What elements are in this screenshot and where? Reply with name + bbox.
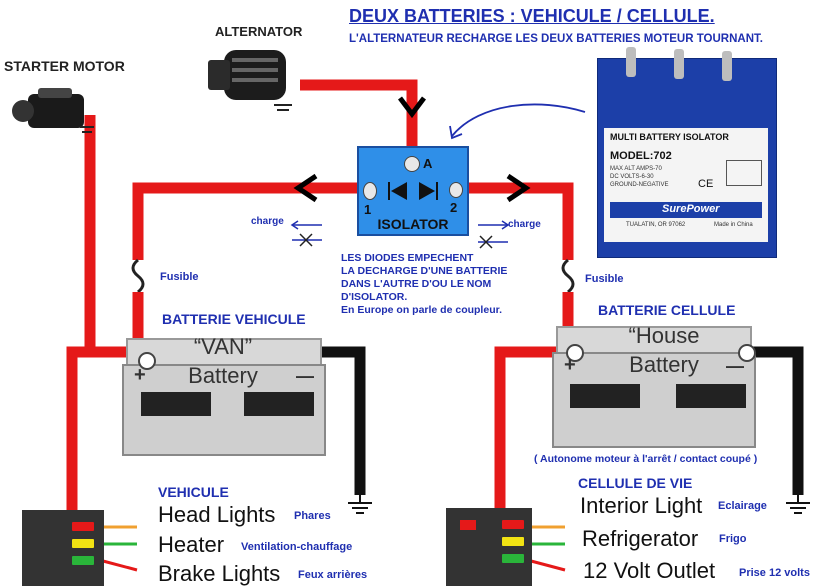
- product-spec-1: MAX ALT AMPS-70: [610, 166, 662, 172]
- page-title: DEUX BATTERIES : VEHICULE / CELLULE.: [349, 6, 715, 26]
- house-battery-heading: BATTERIE CELLULE: [598, 302, 736, 318]
- vehicle-loads-heading: VEHICULE: [158, 484, 229, 500]
- fuse-label-left: Fusible: [160, 271, 199, 283]
- house-load-1-fr: Eclairage: [718, 500, 767, 512]
- product-brand: SurePower: [662, 203, 720, 215]
- product-line1: MULTI BATTERY ISOLATOR: [610, 132, 729, 142]
- house-load-3-fr: Prise 12 volts: [739, 567, 810, 579]
- isolator-terminal-a: A: [423, 156, 433, 171]
- vehicle-battery-body: [122, 364, 326, 456]
- vehicle-battery-minus: —: [296, 366, 314, 386]
- diode-note-line-2: LA DECHARGE D'UNE BATTERIE: [341, 265, 508, 277]
- vehicle-switch-led-3: [72, 556, 94, 565]
- isolator-label: ISOLATOR: [377, 216, 449, 232]
- vehicle-load-1-fr: Phares: [294, 510, 331, 522]
- alternator-label: ALTERNATOR: [215, 24, 303, 39]
- house-switch-led-3: [502, 554, 524, 563]
- starter-motor-label: STARTER MOTOR: [4, 58, 125, 74]
- flow-chevron-down: [398, 96, 426, 119]
- product-brand-bar: SurePower: [610, 202, 762, 218]
- left-fuse: [131, 258, 145, 294]
- load-wire-red-right: [530, 559, 566, 572]
- house-battery-plus: +: [564, 354, 576, 376]
- vehicle-load-3: Brake Lights: [158, 561, 281, 586]
- flow-chevron-right: [506, 173, 531, 203]
- vehicle-ground-wire: [320, 346, 366, 495]
- vehicle-battery-name-1: “VAN”: [193, 334, 253, 359]
- flow-chevron-left: [293, 173, 318, 203]
- house-switch-led-1: [502, 520, 524, 529]
- diode-note-line-3: DANS L'AUTRE D'OU LE NOM: [341, 278, 492, 290]
- vehicle-load-1: Head Lights: [158, 502, 276, 527]
- house-load-2: Refrigerator: [582, 526, 699, 551]
- house-battery-cell-left: [570, 384, 640, 408]
- right-output-wire: [456, 182, 574, 260]
- vehicle-load-2-fr: Ventilation-chauffage: [241, 541, 353, 553]
- house-battery-positive-terminal: [566, 344, 584, 362]
- vehicle-ground-symbol: [348, 495, 372, 514]
- house-switch-panel: [446, 508, 532, 586]
- product-ce: CE: [698, 178, 714, 190]
- vehicle-battery-positive-wire: [66, 346, 138, 512]
- diode-note-line-5: En Europe on parle de coupleur.: [341, 304, 503, 316]
- vehicle-battery-cell-left: [141, 392, 211, 416]
- house-battery-negative-terminal: [738, 344, 756, 362]
- vehicle-battery-heading: BATTERIE VEHICULE: [162, 311, 306, 327]
- right-fuse: [561, 258, 575, 294]
- blocked-cross-left-b: [299, 233, 313, 247]
- vehicle-battery-positive-terminal: [138, 352, 156, 370]
- house-load-2-fr: Frigo: [719, 533, 747, 545]
- house-load-1: Interior Light: [580, 493, 703, 518]
- alternator-wire: [300, 79, 418, 160]
- house-switch-led-2: [502, 537, 524, 546]
- charge-label-left: charge: [251, 216, 284, 227]
- house-battery-minus: —: [726, 356, 744, 376]
- diode-symbols: [388, 182, 438, 200]
- product-origin: Made in China: [714, 222, 753, 228]
- isolator-terminal-2-dot: [449, 182, 463, 198]
- house-loads-heading: CELLULE DE VIE: [578, 475, 693, 491]
- house-load-3: 12 Volt Outlet: [583, 558, 716, 583]
- house-ground-wire: [748, 346, 804, 495]
- product-pointer-arrow: [451, 103, 586, 137]
- left-output-wire: [132, 182, 370, 260]
- house-battery-note: ( Autonome moteur à l'arrêt / contact co…: [534, 453, 758, 465]
- house-ground-symbol: [786, 495, 810, 514]
- product-schematic-icon: [726, 160, 762, 186]
- load-wire-red-left: [102, 559, 138, 572]
- product-label: MULTI BATTERY ISOLATOR MODEL:702 MAX ALT…: [604, 128, 768, 242]
- alternator-icon: [208, 44, 308, 116]
- starter-motor-icon: [8, 86, 96, 138]
- diode-note-line-4: D'ISOLATOR.: [341, 291, 408, 303]
- house-battery-name-1: “House: [628, 323, 700, 348]
- fuse-label-right: Fusible: [585, 273, 624, 285]
- charge-label-right: charge: [508, 219, 541, 230]
- diode-note: LES DIODES EMPECHENT LA DECHARGE D'UNE B…: [341, 252, 546, 317]
- vehicle-switch-led-1: [72, 522, 94, 531]
- vehicle-load-3-fr: Feux arrières: [298, 569, 368, 581]
- vehicle-switch-led-2: [72, 539, 94, 548]
- vehicle-battery-cell-right: [244, 392, 314, 416]
- isolator-terminal-2: 2: [450, 200, 458, 215]
- product-city: TUALATIN, OR 97062: [626, 222, 686, 228]
- isolator-terminal-1: 1: [364, 202, 372, 217]
- vehicle-battery-plus: +: [134, 364, 146, 386]
- isolator-terminal-a-dot: [404, 156, 420, 172]
- house-battery-positive-wire: [494, 346, 568, 512]
- page-subtitle: L'ALTERNATEUR RECHARGE LES DEUX BATTERIE…: [349, 33, 763, 45]
- house-battery-cell-right: [676, 384, 746, 408]
- blocked-cross-right-b: [479, 235, 493, 249]
- vehicle-battery-name-2: Battery: [188, 363, 258, 388]
- isolator-terminal-1-dot: [363, 182, 377, 200]
- house-battery-name-2: Battery: [629, 352, 699, 377]
- product-spec-3: GROUND-NEGATIVE: [610, 182, 669, 188]
- product-spec-2: DC VOLTS-6-30: [610, 174, 654, 180]
- vehicle-load-2: Heater: [158, 532, 225, 557]
- vehicle-switch-panel: [22, 510, 104, 586]
- house-switch-left-led: [460, 520, 476, 530]
- diode-note-line-1: LES DIODES EMPECHENT: [341, 252, 474, 264]
- isolator-box: A 1 2 ISOLATOR: [357, 146, 469, 236]
- product-model: MODEL:702: [610, 150, 672, 162]
